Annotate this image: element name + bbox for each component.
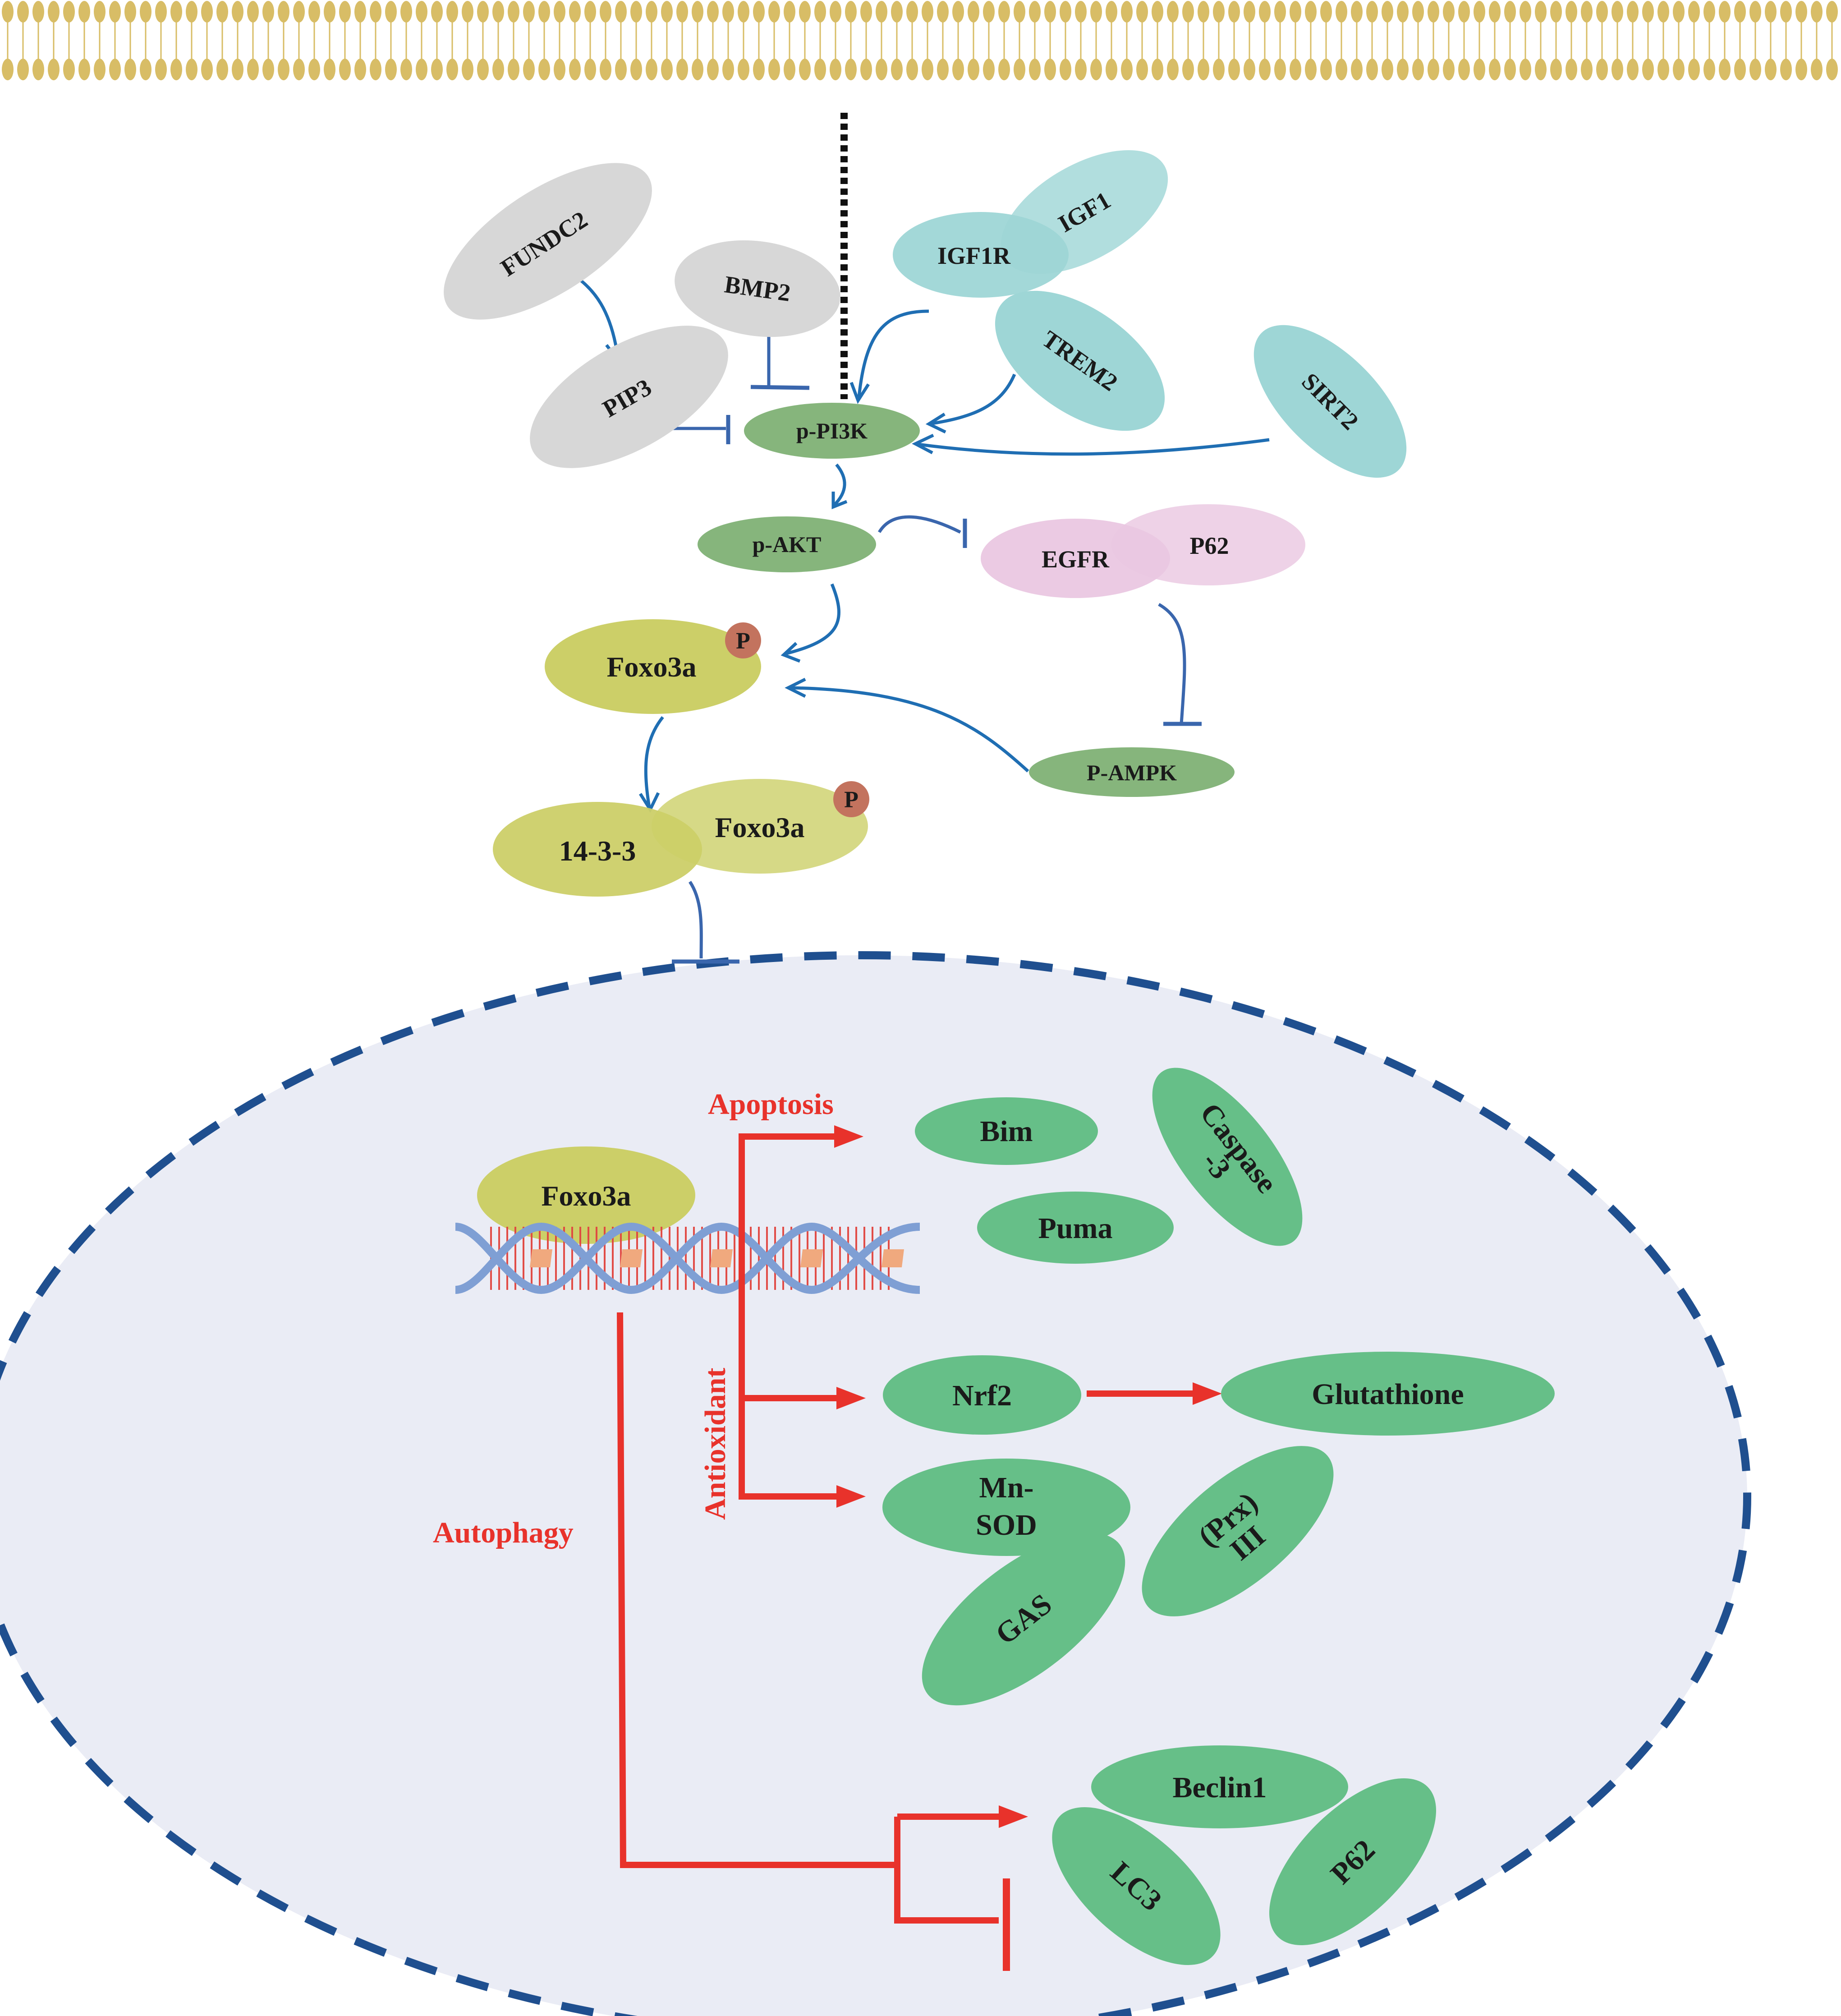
node-14-3-3-foxo3a-complex: 14-3-3 Foxo3a P: [493, 779, 869, 897]
node-foxo3a-nucleus: Foxo3a: [477, 1146, 695, 1244]
arrow-pakt-to-foxo3a: [784, 583, 840, 656]
arrow-fundc2-to-pip3: [569, 272, 620, 357]
bim-label: Bim: [980, 1115, 1033, 1148]
node-egfr-p62-complex: EGFR P62: [981, 504, 1305, 598]
arrow-pampk-to-foxo3a: [789, 686, 1029, 773]
p-badge-2-label: P: [844, 787, 859, 813]
inhibit-egfr-pampk: [1158, 603, 1186, 724]
node-p-ampk: P-AMPK: [1029, 747, 1235, 797]
node-beclin1: Beclin1: [1091, 1745, 1348, 1828]
node-trem2: TREM2: [995, 290, 1165, 431]
arrowhead-pampk-foxo3a: [785, 677, 806, 698]
node-gas: GAS: [922, 1533, 1125, 1706]
node-puma: Puma: [977, 1192, 1174, 1264]
inhibition-edges: [670, 334, 1202, 964]
node-bim: Bim: [915, 1097, 1098, 1165]
autophagy-path: [617, 1312, 897, 1868]
arrowhead-pakt-foxo3a: [780, 642, 801, 663]
p-pi3k-label: p-PI3K: [796, 418, 868, 443]
arrowhead-sirt2-ppi3k: [912, 433, 934, 455]
autophagy-label: Autophagy: [433, 1516, 574, 1549]
glutathione-label: Glutathione: [1312, 1378, 1464, 1411]
foxo3a-p-label: Foxo3a: [606, 651, 696, 683]
node-p-akt: p-AKT: [698, 516, 876, 572]
node-p-pi3k: p-PI3K: [744, 403, 920, 459]
beclin1-label: Beclin1: [1173, 1771, 1267, 1804]
node-14-3-3: [493, 802, 702, 897]
igf1r-label: IGF1R: [937, 242, 1011, 269]
14-3-3-label: 14-3-3: [559, 835, 636, 867]
node-prx-iii: (Prx) III: [1142, 1446, 1334, 1616]
node-nrf2: Nrf2: [883, 1355, 1081, 1435]
nucleus: [0, 951, 1751, 2016]
p-akt-label: p-AKT: [753, 532, 822, 557]
nucleus-edges: [617, 1133, 1197, 1971]
p62-top-label: P62: [1190, 532, 1229, 559]
node-pip3: PIP3: [530, 326, 728, 468]
dna-helix: [455, 1222, 920, 1294]
node-mn-sod: Mn- SOD: [882, 1459, 1130, 1556]
antioxidant-label: Antioxidant: [699, 1368, 732, 1520]
foxo3a-nucleus-label: Foxo3a: [541, 1180, 631, 1212]
nrf2-label: Nrf2: [952, 1379, 1012, 1412]
node-foxo3a-complex: [652, 779, 868, 874]
node-lc3: LC3: [1052, 1807, 1221, 1965]
node-igf1: IGF1: [1001, 150, 1168, 274]
arrow-sirt2-to-ppi3k: [917, 438, 1270, 456]
arrow-trem2-to-ppi3k: [928, 373, 1016, 426]
phospho-badge-2: [833, 781, 869, 817]
node-sirt2: SIRT2: [1253, 325, 1407, 478]
node-bmp2: BMP2: [675, 240, 840, 337]
phospho-badge-1: [725, 622, 761, 658]
arrow-ppi3k-to-pakt: [833, 463, 846, 506]
apoptosis-label: Apoptosis: [708, 1088, 834, 1121]
arrowhead-trem2-ppi3k: [925, 413, 946, 434]
mnsod-line1: Mn-: [979, 1471, 1034, 1504]
arrow-igf1r-to-ppi3k: [857, 309, 929, 397]
inhibit-pakt-egfr: [878, 515, 961, 534]
node-foxo3a-phospho: Foxo3a P: [545, 619, 761, 714]
node-glutathione: Glutathione: [1221, 1352, 1555, 1436]
node-p62-nucleus: P62: [1269, 1778, 1436, 1945]
p-badge-1-label: P: [736, 628, 750, 654]
p-ampk-label: P-AMPK: [1087, 760, 1177, 785]
autophagy-branch: [894, 1817, 999, 1924]
inhibit-complex-nucleus: [689, 881, 703, 959]
nucleus-arrowheads: [834, 1125, 1222, 1828]
mnsod-line2: SOD: [976, 1509, 1037, 1542]
puma-label: Puma: [1038, 1212, 1113, 1245]
foxo3a-complex-label: Foxo3a: [715, 811, 804, 843]
egfr-label: EGFR: [1042, 546, 1110, 573]
arrow-foxo3a-to-complex: [644, 716, 664, 808]
node-p62-top: [1111, 504, 1305, 585]
node-fundc2: FUNDC2: [444, 163, 652, 320]
arrowhead-ppi3k-pakt: [831, 492, 848, 510]
arrowhead-igf1r-ppi3k: [849, 382, 870, 404]
cell-membrane: [0, 0, 1841, 81]
